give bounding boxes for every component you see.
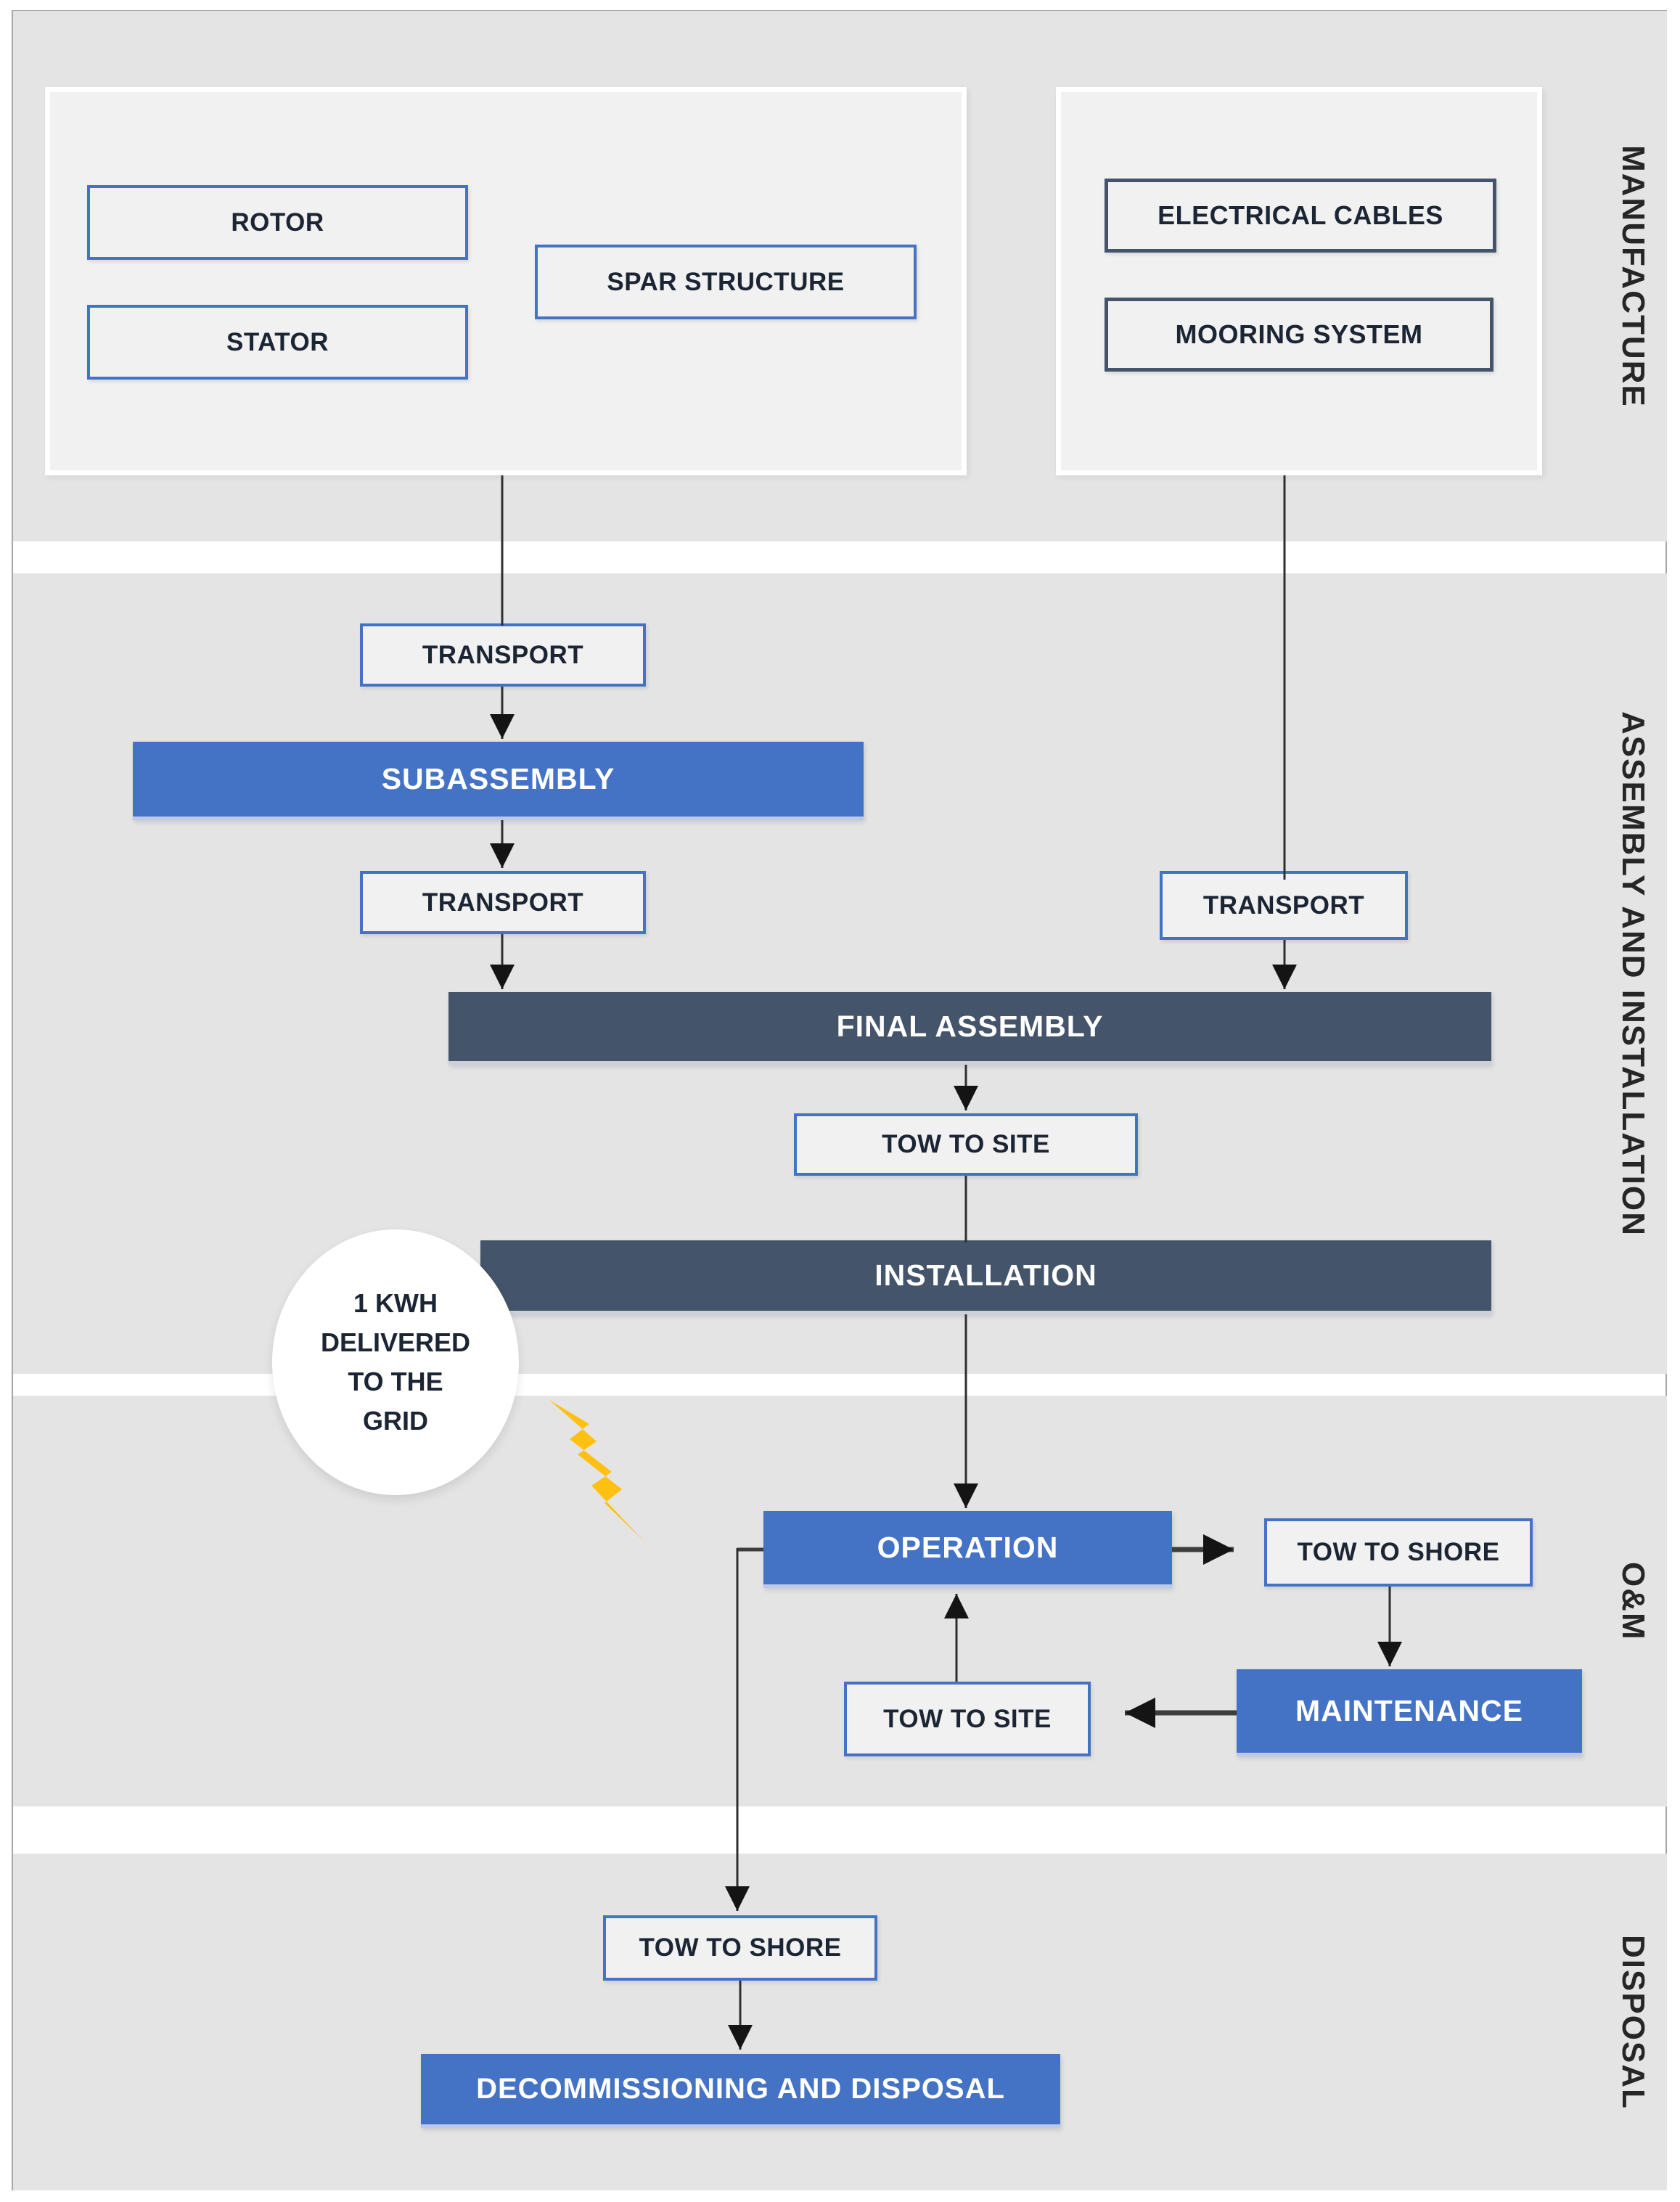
node-mooring-system: MOORING SYSTEM: [1105, 298, 1493, 372]
band-disposal: [13, 1854, 1667, 2190]
node-tow-to-shore-maintenance: TOW TO SHORE: [1264, 1518, 1533, 1587]
node-final-assembly: FINAL ASSEMBLY: [448, 992, 1491, 1065]
node-tow-to-site-install: TOW TO SITE: [794, 1113, 1138, 1176]
node-transport-rotor-stator: TRANSPORT: [360, 623, 646, 687]
panel-marine-components: [1056, 87, 1542, 475]
band-label-assembly-installation: ASSEMBLY AND INSTALLATION: [1615, 711, 1651, 1237]
node-transport-subassembly: TRANSPORT: [360, 871, 646, 934]
band-label-om: O&M: [1615, 1561, 1651, 1641]
node-tow-to-shore-disposal: TOW TO SHORE: [603, 1915, 877, 1981]
kwh-callout: 1 KWH DELIVERED TO THE GRID: [272, 1229, 519, 1495]
node-spar-structure: SPAR STRUCTURE: [535, 245, 917, 319]
band-label-manufacture: MANUFACTURE: [1615, 144, 1651, 408]
node-operation: OPERATION: [763, 1511, 1172, 1588]
node-subassembly: SUBASSEMBLY: [133, 742, 864, 820]
node-tow-to-site-return: TOW TO SITE: [844, 1682, 1091, 1756]
node-electrical-cables: ELECTRICAL CABLES: [1105, 179, 1496, 253]
node-maintenance: MAINTENANCE: [1237, 1669, 1582, 1756]
node-rotor: ROTOR: [87, 185, 468, 260]
node-stator: STATOR: [87, 305, 468, 380]
node-decommissioning: DECOMMISSIONING AND DISPOSAL: [421, 2054, 1060, 2128]
band-label-disposal: DISPOSAL: [1615, 1934, 1651, 2110]
node-transport-cables-mooring: TRANSPORT: [1160, 871, 1408, 940]
node-installation: INSTALLATION: [480, 1240, 1491, 1314]
